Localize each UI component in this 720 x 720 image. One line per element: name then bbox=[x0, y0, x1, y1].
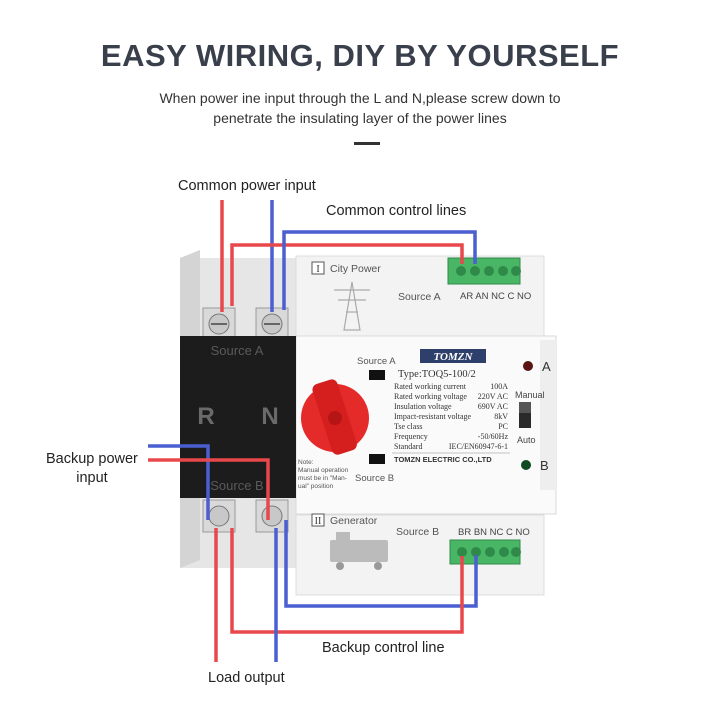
callout-common-control-lines: Common control lines bbox=[326, 203, 467, 219]
spec-table: Rated working current 100A Rated working… bbox=[394, 382, 508, 451]
top-terminal-block bbox=[456, 266, 521, 276]
spec-value: 100A bbox=[490, 382, 508, 391]
spec-label: Impact-resistant voltage bbox=[394, 412, 472, 421]
spec-value: IEC/EN60947-6-1 bbox=[449, 442, 508, 451]
bottom-terminal-labels: BR BN NC C NO bbox=[458, 527, 530, 538]
terminal-screws bbox=[202, 307, 289, 533]
manual-note: Note: Manual operation must be in "Man- … bbox=[298, 459, 349, 490]
spec-label: Standard bbox=[394, 442, 422, 451]
spec-label: Rated working voltage bbox=[394, 392, 467, 401]
note-line: must be in "Man- bbox=[298, 475, 347, 482]
front-panel: Source A Source B TOMZN Type:TOQ5-100/2 … bbox=[298, 349, 551, 490]
source-a-window bbox=[369, 370, 385, 380]
subtitle-line-2: penetrate the insulating layer of the po… bbox=[213, 110, 507, 126]
city-power-module: I City Power Source A AR AN NC C NO bbox=[311, 257, 531, 331]
wires bbox=[148, 200, 478, 662]
block-letter-r: R bbox=[197, 403, 214, 430]
block-source-b-label: Source B bbox=[210, 478, 263, 493]
generator-badge: II bbox=[315, 516, 322, 527]
block-letter-n: N bbox=[261, 403, 278, 430]
indicator-source-a-label: Source A bbox=[357, 356, 396, 367]
title-divider bbox=[354, 142, 380, 145]
led-b-label: B bbox=[540, 458, 549, 473]
switch-manual-label: Manual bbox=[515, 390, 545, 400]
callout-backup-power-line2: input bbox=[76, 470, 108, 486]
indicator-source-b-label: Source B bbox=[355, 473, 394, 484]
spec-value: PC bbox=[498, 422, 508, 431]
led-a-label: A bbox=[542, 359, 551, 374]
city-power-badge: I bbox=[316, 264, 319, 275]
generator-icon bbox=[330, 532, 388, 570]
spec-value: 690V AC bbox=[478, 402, 508, 411]
spec-label: Frequency bbox=[394, 432, 428, 441]
top-source-a-label: Source A bbox=[398, 291, 441, 303]
page-subtitle: When power ine input through the L and N… bbox=[0, 88, 720, 128]
city-power-label: City Power bbox=[330, 263, 381, 275]
spec-label: Tse class bbox=[394, 422, 423, 431]
callout-common-power-input: Common power input bbox=[178, 178, 316, 194]
subtitle-line-1: When power ine input through the L and N… bbox=[159, 90, 561, 106]
device-type: Type:TOQ5-100/2 bbox=[398, 369, 476, 380]
spec-value: 220V AC bbox=[478, 392, 508, 401]
switch-auto-label: Auto bbox=[517, 435, 536, 445]
generator-label: Generator bbox=[330, 515, 378, 527]
source-b-window bbox=[369, 454, 385, 464]
led-a-icon bbox=[523, 361, 533, 371]
note-line: Manual operation bbox=[298, 467, 349, 474]
note-line: ual" position bbox=[298, 483, 334, 490]
led-b-icon bbox=[521, 460, 531, 470]
top-terminal-labels: AR AN NC C NO bbox=[460, 291, 531, 302]
callout-backup-power-input: Backup power input bbox=[46, 450, 138, 488]
bottom-source-b-label: Source B bbox=[396, 526, 439, 538]
spec-value: 8kV bbox=[494, 412, 508, 421]
company-name: TOMZN ELECTRIC CO.,LTD bbox=[394, 455, 492, 464]
spec-value: -50/60Hz bbox=[478, 432, 509, 441]
page-title: EASY WIRING, DIY BY YOURSELF bbox=[100, 38, 620, 73]
generator-module: II Generator Source B BR BN NC C NO bbox=[311, 513, 530, 570]
brand-plate bbox=[420, 349, 486, 363]
brand-name: TOMZN bbox=[434, 351, 474, 363]
power-tower-icon bbox=[334, 281, 370, 331]
spec-label: Rated working current bbox=[394, 382, 467, 391]
rotary-knob[interactable] bbox=[301, 378, 369, 456]
callout-load-output: Load output bbox=[208, 670, 285, 686]
bottom-terminal-block bbox=[457, 547, 521, 557]
spec-label: Insulation voltage bbox=[394, 402, 452, 411]
note-line: Note: bbox=[298, 459, 314, 466]
callout-backup-power-line1: Backup power bbox=[46, 451, 138, 467]
block-source-a-label: Source A bbox=[211, 343, 264, 358]
black-switch-block: Source A R N Source B bbox=[180, 336, 296, 498]
callout-backup-control-line: Backup control line bbox=[322, 640, 445, 656]
